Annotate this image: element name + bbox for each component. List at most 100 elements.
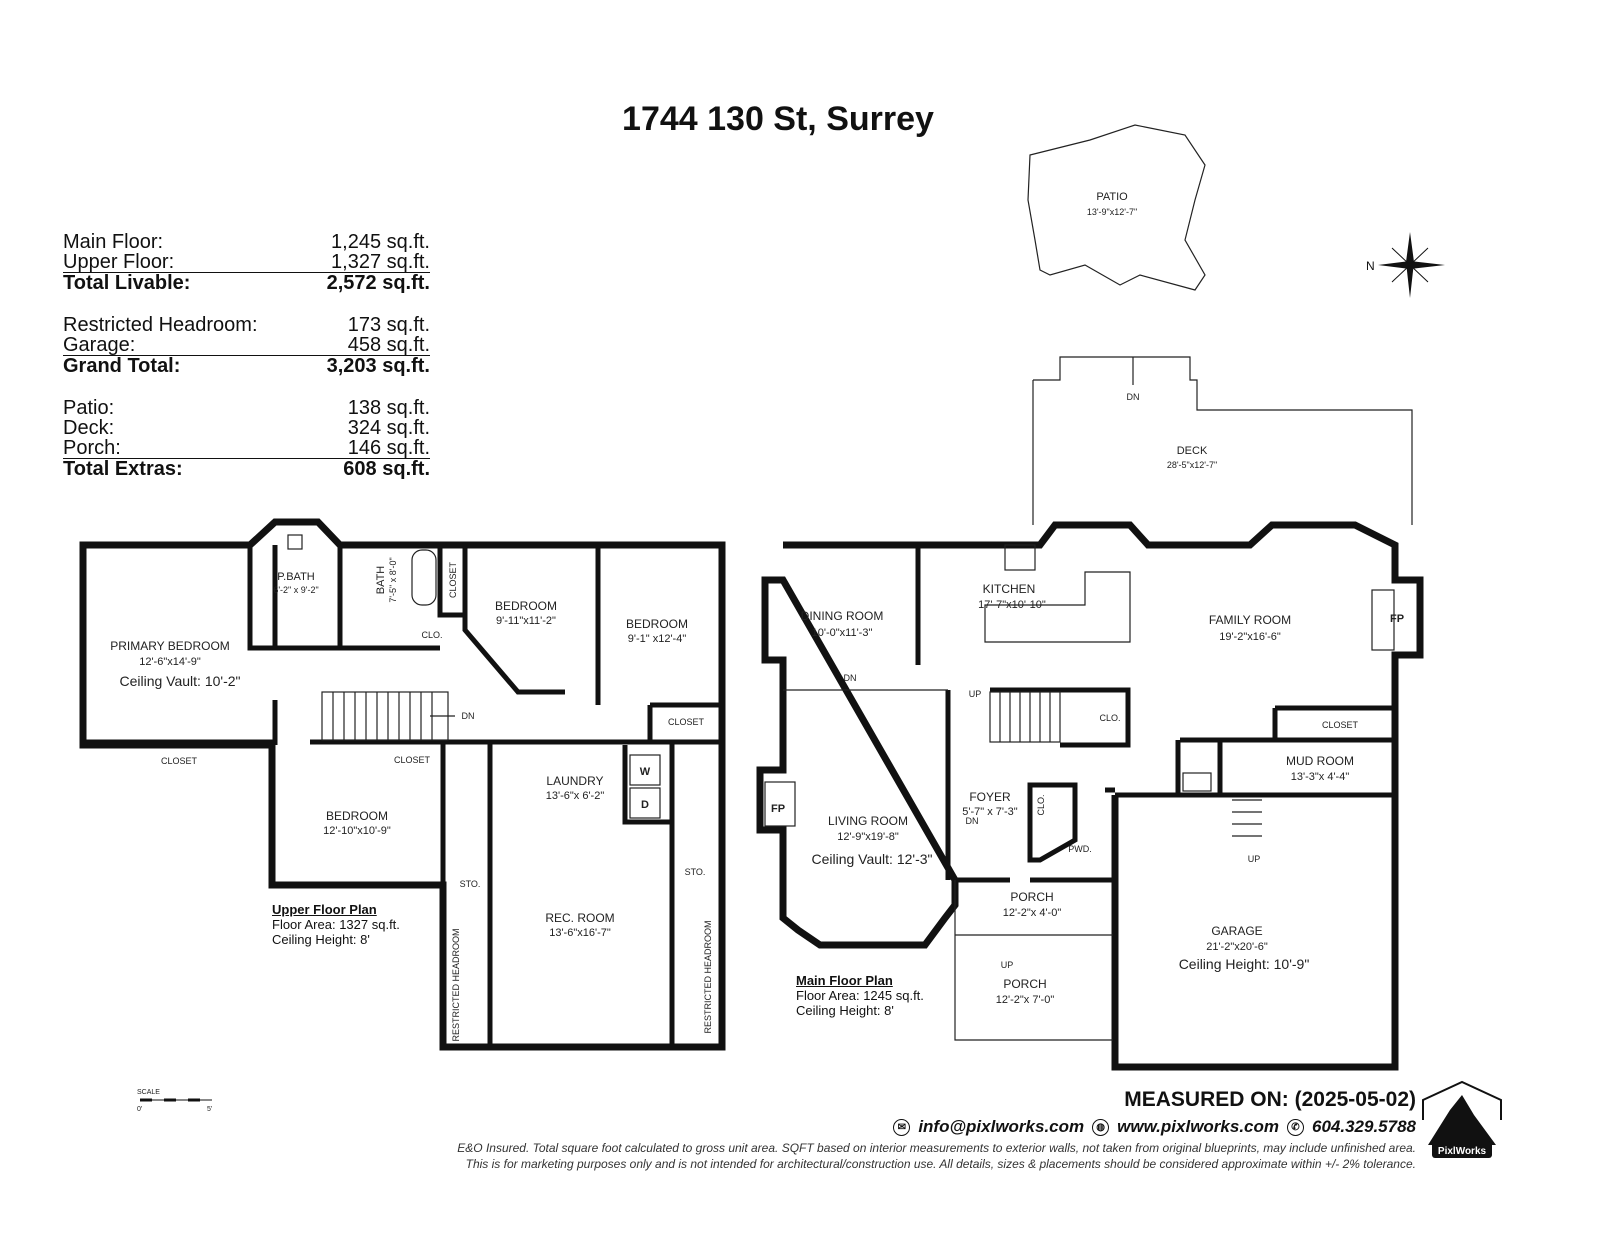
- room-label: PRIMARY BEDROOM: [110, 639, 230, 653]
- stat-label: Total Livable:: [63, 272, 191, 294]
- room-label: PORCH: [1010, 890, 1053, 904]
- bathtub-icon: [411, 549, 437, 606]
- room-dims: 13'-6"x16'-7": [549, 927, 611, 939]
- restricted-headroom-label: RESTRICTED HEADROOM: [703, 920, 713, 1033]
- stat-label: Porch:: [63, 437, 121, 459]
- dryer-label: D: [641, 799, 649, 811]
- room-label: FAMILY ROOM: [1209, 613, 1291, 627]
- logo-text: PixlWorks: [1438, 1146, 1487, 1157]
- closet-label: CLO.: [421, 630, 442, 640]
- water-heater-icon: [1182, 772, 1212, 792]
- room-label: KITCHEN: [983, 582, 1036, 596]
- stair-up-label: UP: [1248, 854, 1261, 864]
- room-label: P.BATH: [277, 571, 315, 583]
- stairs-icon: [332, 692, 433, 740]
- room-dims: 21'-2"x20'-6": [1206, 941, 1268, 953]
- room-extra: Ceiling Height: 10'-9": [1179, 956, 1310, 972]
- room-dims: 9'-1" x12'-4": [628, 633, 687, 645]
- disclaimer-line: E&O Insured. Total square foot calculate…: [457, 1141, 1416, 1155]
- disclaimer-line: This is for marketing purposes only and …: [465, 1157, 1416, 1171]
- patio-outline: [1027, 124, 1206, 291]
- room-label: PWD.: [1068, 844, 1092, 854]
- stat-value: 173 sq.ft.: [347, 314, 430, 336]
- ceiling-height: Ceiling Height: 8': [796, 1003, 894, 1018]
- globe-icon: ◍: [1092, 1118, 1110, 1136]
- room-label: REC. ROOM: [545, 911, 614, 925]
- fireplace-label: FP: [1390, 613, 1404, 625]
- room-extra: Ceiling Vault: 12'-3": [811, 851, 932, 867]
- stat-total-row: Total Extras: 608 sq.ft.: [63, 458, 430, 479]
- room-dims: 12'-2"x 7'-0": [996, 994, 1055, 1006]
- closet-label: CLO.: [1099, 713, 1120, 723]
- deck-dims: 28'-5"x12'-7": [1167, 460, 1217, 470]
- stat-value: 458 sq.ft.: [347, 334, 430, 356]
- stat-total-row: Grand Total:3,203 sq.ft.: [63, 355, 430, 376]
- room-dims: 12'-2"x 4'-0": [1003, 907, 1062, 919]
- stat-row: Restricted Headroom:173 sq.ft.: [63, 315, 430, 335]
- room-label: BEDROOM: [495, 599, 557, 613]
- washer-icon: [629, 754, 661, 786]
- phone-icon: ✆: [1287, 1118, 1304, 1136]
- stat-value: 608 sq.ft.: [343, 458, 430, 480]
- stat-label: Patio:: [63, 397, 115, 419]
- main-floor-info: Main Floor Plan Floor Area: 1245 sq.ft. …: [796, 973, 924, 1018]
- fireplace-icon: [1371, 589, 1395, 651]
- stair-dn-label: DN: [966, 816, 979, 826]
- dryer-icon: [629, 787, 661, 819]
- stat-value: 3,203 sq.ft.: [326, 355, 430, 377]
- stair-dn-label: DN: [462, 711, 475, 721]
- room-label: LIVING ROOM: [828, 814, 908, 828]
- room-dims: 5'-7" x 7'-3": [962, 806, 1018, 818]
- measured-on-date: MEASURED ON: (2025-05-02): [1124, 1088, 1416, 1111]
- stair-up-label: UP: [1001, 960, 1014, 970]
- room-dims: 6'-2" x 9'-2": [273, 585, 318, 595]
- deck-label: DECK: [1177, 445, 1208, 457]
- washer-label: W: [640, 766, 651, 778]
- scale-min: 0': [137, 1106, 142, 1113]
- closet-label: CLOSET: [448, 561, 458, 598]
- room-dims: 12'-9"x19'-8": [837, 831, 899, 843]
- stat-value: 138 sq.ft.: [347, 397, 430, 419]
- closet-label: CLOSET: [1322, 720, 1359, 730]
- room-dims: 19'-2"x16'-6": [1219, 631, 1281, 643]
- stat-row: Upper Floor:1,327 sq.ft.: [63, 252, 430, 272]
- scale-bar: SCALE 0' 5': [137, 1089, 212, 1113]
- deck-dn-label: DN: [1127, 392, 1140, 402]
- stairs-icon: [989, 691, 1061, 743]
- sink-icon: [287, 534, 303, 550]
- stat-row: Porch: 146 sq.ft.: [63, 438, 430, 458]
- room-label: PORCH: [1003, 977, 1046, 991]
- website-link[interactable]: www.pixlworks.com: [1117, 1117, 1279, 1136]
- closet-label: CLO.: [1036, 794, 1046, 815]
- room-label: GARAGE: [1211, 924, 1262, 938]
- stat-value: 324 sq.ft.: [347, 417, 430, 439]
- stat-row: Deck:324 sq.ft.: [63, 418, 430, 438]
- restricted-headroom-label: RESTRICTED HEADROOM: [451, 928, 461, 1041]
- room-extra: Ceiling Vault: 10'-2": [119, 673, 240, 689]
- disclaimer: E&O Insured. Total square foot calculate…: [457, 1140, 1416, 1172]
- email-link[interactable]: info@pixlworks.com: [918, 1117, 1085, 1136]
- room-dims: 17'-7"x10'-10": [978, 599, 1046, 611]
- stat-value: 1,245 sq.ft.: [331, 231, 430, 253]
- floor-area: Floor Area: 1245 sq.ft.: [796, 988, 924, 1003]
- area-summary-table: Main Floor:1,245 sq.ft. Upper Floor:1,32…: [63, 232, 430, 479]
- stat-value: 146 sq.ft.: [347, 437, 430, 459]
- plan-heading: Upper Floor Plan: [272, 902, 377, 917]
- room-label: BEDROOM: [326, 809, 388, 823]
- room-dims: 7'-5" x 8'-0": [388, 557, 398, 602]
- room-dims: 13'-3"x 4'-4": [1291, 771, 1350, 783]
- compass-north-label: N: [1366, 259, 1375, 273]
- room-label: BEDROOM: [626, 617, 688, 631]
- storage-label: STO.: [460, 879, 481, 889]
- stat-label: Garage:: [63, 334, 136, 356]
- fireplace-icon: [764, 781, 796, 827]
- upper-floor-info: Upper Floor Plan Floor Area: 1327 sq.ft.…: [272, 902, 400, 947]
- room-dims: 12'-6"x14'-9": [139, 656, 201, 668]
- floor-area: Floor Area: 1327 sq.ft.: [272, 917, 400, 932]
- stat-label: Upper Floor:: [63, 251, 175, 273]
- stat-label: Total Extras:: [63, 458, 183, 480]
- room-label: FOYER: [969, 790, 1011, 804]
- storage-label: STO.: [685, 867, 706, 877]
- closet-label: CLOSET: [668, 717, 705, 727]
- room-label: DINING ROOM: [801, 609, 884, 623]
